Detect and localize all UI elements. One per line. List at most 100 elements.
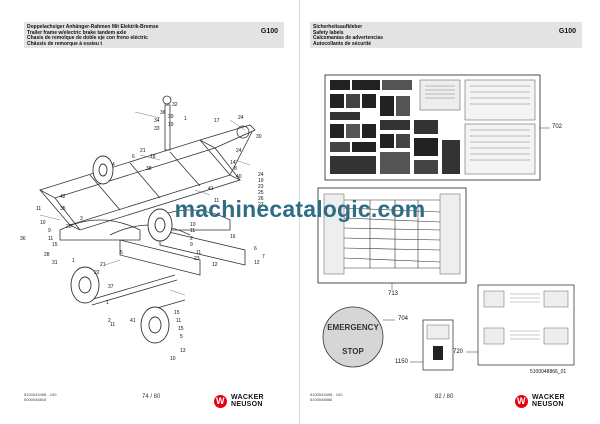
part-callout: 4 <box>112 162 115 168</box>
right-section-code: G100 <box>558 28 576 35</box>
right-header: Sicherheitsaufkleber Safety labels Calco… <box>310 22 582 48</box>
part-callout: 42 <box>60 194 66 200</box>
part-callout: 11 <box>176 318 182 324</box>
part-callout: 23 <box>194 256 200 262</box>
right-header-title: Sicherheitsaufkleber Safety labels Calco… <box>313 24 384 47</box>
part-callout: 30 <box>256 134 262 140</box>
ref-720: 720 <box>453 349 464 355</box>
ref-713: 713 <box>388 291 399 297</box>
logo-text-bottom-right: NEUSON <box>532 401 564 408</box>
part-callout: 34 <box>154 118 160 124</box>
doc-id: 5100048866_01 <box>530 369 567 375</box>
emergency-stop-label: EMERGENCY STOP <box>322 306 395 368</box>
part-callout: 35 <box>60 206 66 212</box>
part-callout: 11 <box>214 198 220 204</box>
left-header: Doppelachsiger Anhänger-Rahmen Mit Elekt… <box>24 22 284 48</box>
part-callout: 22 <box>94 270 100 276</box>
part-callout: 11 <box>190 228 196 234</box>
part-callout: 25 <box>258 190 264 196</box>
part-callout: 10 <box>190 222 196 228</box>
ref-704: 704 <box>398 316 409 322</box>
right-page: Sicherheitsaufkleber Safety labels Calco… <box>300 0 600 424</box>
part-callout: 6 <box>132 154 135 160</box>
part-callout: 11 <box>48 236 54 242</box>
part-callout: 26 <box>258 196 264 202</box>
part-callout: 12 <box>254 260 260 266</box>
part-callout: 19 <box>168 122 174 128</box>
part-callout: 15 <box>52 242 58 248</box>
label-sheet <box>324 74 550 181</box>
logo-text-top: WACKER <box>231 394 264 401</box>
part-callout: 31 <box>52 260 58 266</box>
logo-mark: W <box>214 395 227 408</box>
part-callout: 16 <box>230 234 236 240</box>
part-callout: 20 <box>66 224 72 230</box>
logo-letter: W <box>216 396 225 406</box>
part-callout: 24 <box>258 172 264 178</box>
part-callout: 1 <box>106 300 109 306</box>
ref-1150: 1150 <box>395 359 408 365</box>
part-callout: 24 <box>236 148 242 154</box>
logo-letter-right: W <box>517 396 526 406</box>
part-callout: 17 <box>214 118 220 124</box>
part-callout: 2 <box>108 318 111 324</box>
part-callout: 23 <box>258 184 264 190</box>
logo-text-top-right: WACKER <box>532 394 565 401</box>
part-callout: 6 <box>254 246 257 252</box>
left-section-code: G100 <box>260 28 278 35</box>
part-callout: 32 <box>172 102 178 108</box>
right-page-number: 82 / 80 <box>435 394 454 400</box>
def-label <box>466 284 575 366</box>
part-callout: 27 <box>258 202 264 208</box>
part-callout: 1 <box>184 116 187 122</box>
part-callout: 11 <box>110 322 116 328</box>
part-callout: 19 <box>258 178 264 184</box>
part-callout: 33 <box>154 126 160 132</box>
part-callout: 21 <box>140 148 146 154</box>
part-callout: 9 <box>190 242 193 248</box>
part-callout: 36 <box>20 236 26 242</box>
part-callout: 40 <box>236 174 242 180</box>
part-callout: 10 <box>170 356 176 362</box>
watermark-text: machinecatalogic.com <box>174 196 426 222</box>
part-callout: 36 <box>160 110 166 116</box>
part-callout: 18 <box>150 154 156 160</box>
right-footer-ids: 5100043498 - 100 5100048866 <box>310 392 343 402</box>
part-callout: 21 <box>100 262 106 268</box>
part-callout: 41 <box>130 318 136 324</box>
left-page-number: 74 / 80 <box>142 394 161 400</box>
part-callout: 11 <box>36 206 42 212</box>
emergency-text: EMERGENCY <box>327 323 379 332</box>
wacker-neuson-logo: W WACKER NEUSON <box>214 394 282 410</box>
part-callout: 3 <box>80 216 83 222</box>
part-callout: 9 <box>48 228 51 234</box>
part-callout: 2 <box>190 236 193 242</box>
left-header-title: Doppelachsiger Anhänger-Rahmen Mit Elekt… <box>27 24 159 47</box>
switch-label <box>410 319 454 371</box>
stop-text: STOP <box>342 347 364 356</box>
left-footer-ids: 5100043498 - 100 5000048816 <box>24 392 57 402</box>
part-callout: 37 <box>108 284 114 290</box>
part-callout: 1 <box>72 258 75 264</box>
wacker-neuson-logo-right: W WACKER NEUSON <box>515 394 583 410</box>
part-callout: 15 <box>178 326 184 332</box>
part-callout: 15 <box>174 310 180 316</box>
safety-labels-drawing: EMERGENCY STOP <box>317 74 575 371</box>
part-callout: 5 <box>180 334 183 340</box>
part-callout: 5 <box>120 250 123 256</box>
part-callout: 24 <box>238 115 244 121</box>
left-page: Doppelachsiger Anhänger-Rahmen Mit Elekt… <box>20 0 300 424</box>
part-callout: 13 <box>180 348 186 354</box>
wiring-diagram <box>317 187 467 290</box>
part-callout: 12 <box>212 262 218 268</box>
trailer-frame-drawing <box>38 95 256 344</box>
part-callout: 39 <box>168 114 174 120</box>
logo-text-bottom: NEUSON <box>231 401 263 408</box>
part-callout: 8 <box>234 166 237 172</box>
part-callout: 41 <box>208 186 214 192</box>
logo-mark-right: W <box>515 395 528 408</box>
part-callout: 38 <box>146 166 152 172</box>
ref-702: 702 <box>552 124 563 130</box>
part-callout: 28 <box>44 252 50 258</box>
part-callout: 14 <box>230 160 236 166</box>
